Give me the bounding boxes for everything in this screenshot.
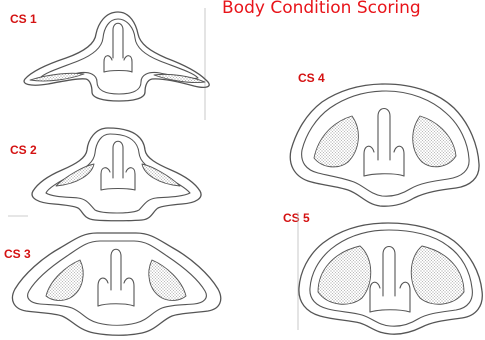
cs2-cross-section [32,128,201,221]
cs3-cross-section [12,233,220,335]
cs5-cross-section [299,223,482,334]
cs1-cross-section [24,12,209,101]
cs4-cross-section [290,84,479,206]
